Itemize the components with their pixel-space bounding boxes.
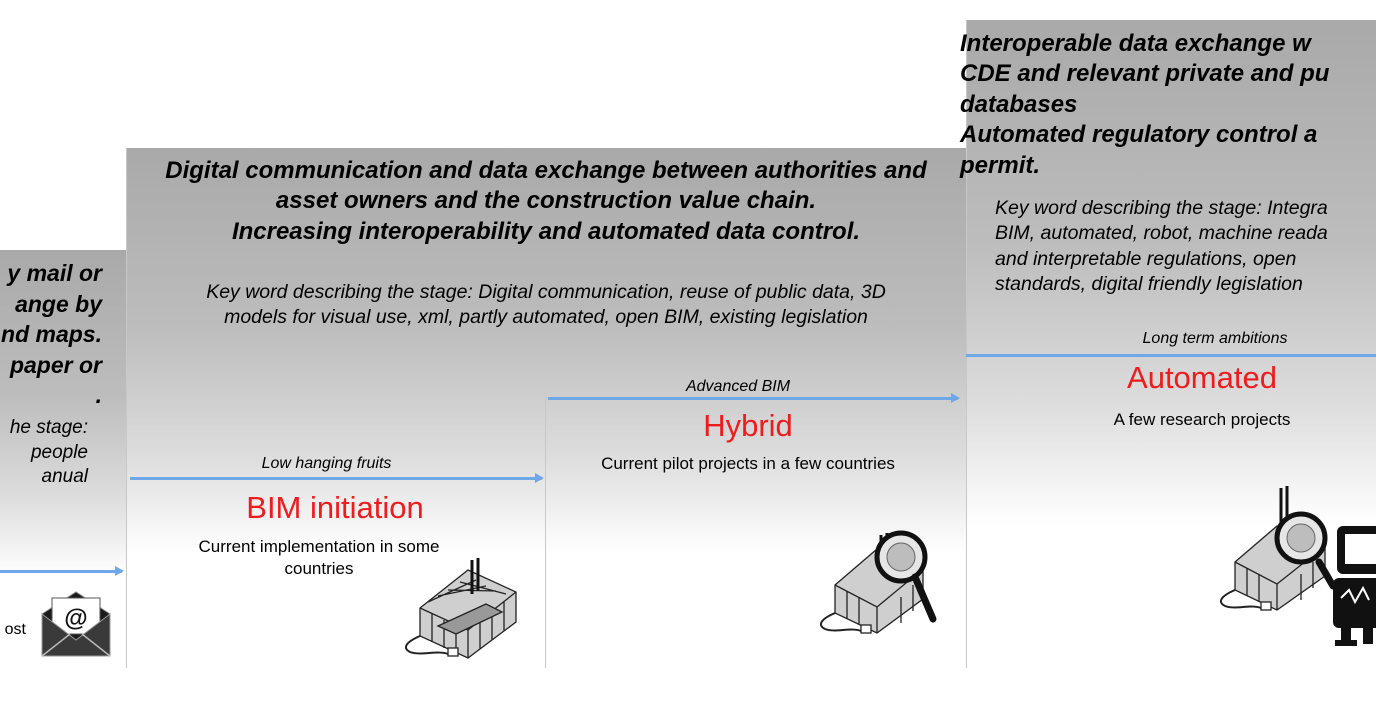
automated-title: Automated xyxy=(1127,360,1277,395)
stage-1-keywords: he stage: people anual xyxy=(9,417,88,488)
building-model-icon xyxy=(404,558,517,659)
envelope-at-icon: @ xyxy=(41,591,111,657)
long-term-ambitions-label: Long term ambitions xyxy=(1142,330,1288,347)
stage-2-panel xyxy=(126,148,967,668)
advanced-bim-label: Advanced BIM xyxy=(685,378,791,395)
stage-1-desc: ost xyxy=(4,621,26,638)
stage-3-heading: Interoperable data exchange w CDE and re… xyxy=(960,30,1330,179)
stage-2-keywords: Key word describing the stage: Digital c… xyxy=(206,281,886,329)
advanced-bim-arrow xyxy=(548,393,960,403)
automated-desc: A few research projects xyxy=(1113,410,1291,429)
building-robot-icon xyxy=(1219,486,1376,646)
stage-1-heading: y mail or ange by nd maps. paper or . xyxy=(1,260,102,409)
building-magnifier-icon xyxy=(819,530,937,634)
svg-text:@: @ xyxy=(64,605,87,632)
long-term-ambitions-arrow xyxy=(966,354,1376,357)
stage-1-arrow xyxy=(0,566,124,576)
stage-3-keywords: Key word describing the stage: Integra B… xyxy=(995,197,1328,296)
bim-initiation-desc: Current implementation in some countries xyxy=(198,537,440,579)
hybrid-desc: Current pilot projects in a few countrie… xyxy=(601,454,895,473)
low-hanging-fruits-label: Low hanging fruits xyxy=(261,455,392,472)
stage-2-heading: Digital communication and data exchange … xyxy=(165,157,927,245)
bim-initiation-title: BIM initiation xyxy=(246,490,424,525)
stage-2-divider xyxy=(545,395,546,668)
low-hanging-fruits-arrow xyxy=(130,473,544,483)
hybrid-title: Hybrid xyxy=(703,408,793,443)
